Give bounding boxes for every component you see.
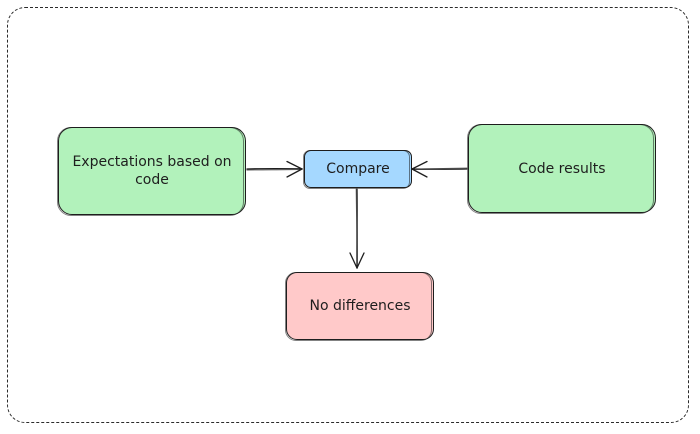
node-compare-label: Compare	[326, 161, 390, 177]
node-expectations-based-on-code[interactable]: Expectations based on code	[57, 127, 246, 216]
dashed-frame	[7, 7, 689, 423]
node-code-results-label: Code results	[518, 160, 606, 177]
node-code-results[interactable]: Code results	[467, 124, 656, 214]
node-no-differences-label: No differences	[309, 298, 411, 314]
node-compare[interactable]: Compare	[303, 150, 412, 189]
edge-compare-to-nodiff	[349, 188, 365, 269]
node-no-differences[interactable]: No differences	[285, 272, 434, 341]
edge-expectations-to-compare	[246, 160, 303, 178]
edge-results-to-compare	[411, 160, 468, 178]
node-expectations-label: Expectations based on code	[72, 154, 232, 188]
